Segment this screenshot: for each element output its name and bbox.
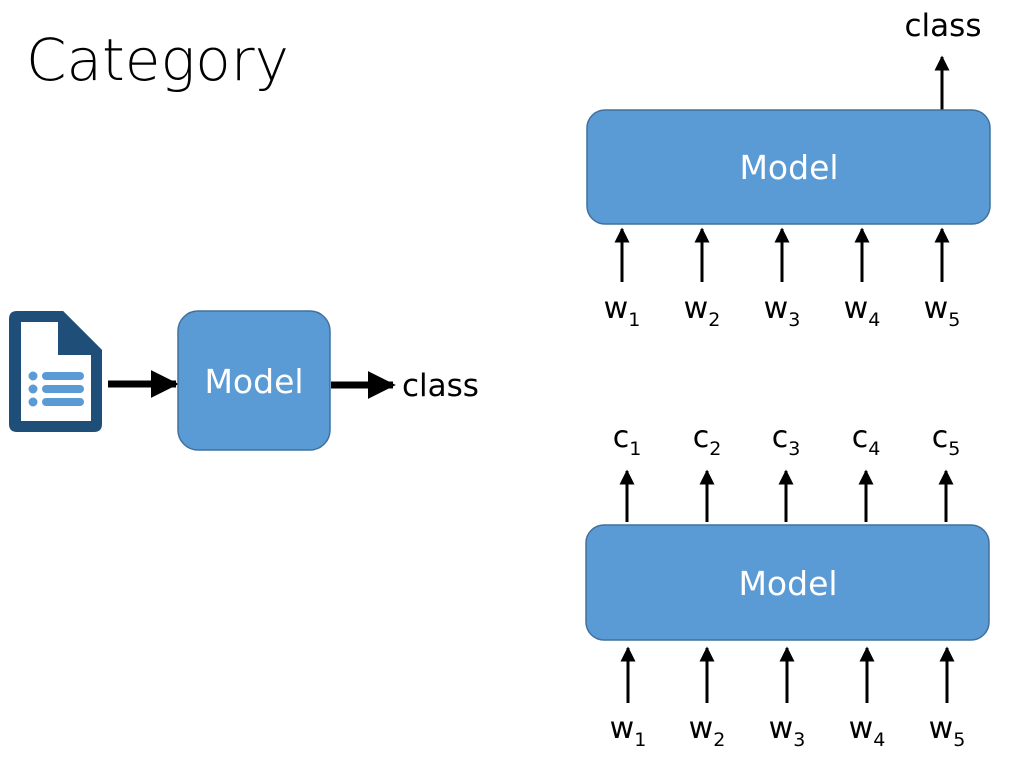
input-token: w4 xyxy=(849,711,886,751)
output-token: c1 xyxy=(613,420,642,460)
output-label: class xyxy=(905,8,982,44)
token-base: c xyxy=(852,420,869,455)
token-base: w xyxy=(604,291,629,326)
input-token: w3 xyxy=(764,291,801,331)
token-base: c xyxy=(613,420,630,455)
token-subscript: 4 xyxy=(868,309,880,331)
input-token: w2 xyxy=(684,291,721,331)
input-token: w1 xyxy=(610,711,647,751)
list-bullet xyxy=(28,384,38,394)
token-subscript: 2 xyxy=(708,309,720,331)
document-fold xyxy=(63,311,102,350)
input-token: w5 xyxy=(929,711,966,751)
token-subscript: 5 xyxy=(948,438,960,460)
input-token: w3 xyxy=(769,711,806,751)
output-token: c3 xyxy=(772,420,801,460)
output-token: c4 xyxy=(852,420,881,460)
token-subscript: 4 xyxy=(868,438,880,460)
token-base: w xyxy=(849,711,874,746)
token-base: c xyxy=(693,420,710,455)
document-list-icon xyxy=(9,311,102,432)
input-token: w1 xyxy=(604,291,641,331)
model-label: Model xyxy=(739,148,838,187)
output-label: class xyxy=(402,368,479,404)
token-base: w xyxy=(929,711,954,746)
model-label: Model xyxy=(204,362,303,401)
token-subscript: 3 xyxy=(788,438,800,460)
token-subscript: 1 xyxy=(628,309,640,331)
token-subscript: 5 xyxy=(948,309,960,331)
document-page xyxy=(21,322,91,421)
token-subscript: 4 xyxy=(873,729,885,751)
model-box xyxy=(585,524,990,641)
input-token: w4 xyxy=(844,291,881,331)
left-pipeline: Model class xyxy=(9,310,479,451)
token-base: w xyxy=(844,291,869,326)
token-base: w xyxy=(764,291,789,326)
model-box xyxy=(586,109,991,225)
token-base: w xyxy=(689,711,714,746)
token-subscript: 5 xyxy=(953,729,965,751)
model-label: Model xyxy=(738,564,837,603)
token-subscript: 3 xyxy=(788,309,800,331)
list-bullet xyxy=(28,397,38,407)
token-base: c xyxy=(932,420,949,455)
output-token: c2 xyxy=(693,420,722,460)
output-token: c5 xyxy=(932,420,961,460)
list-bullet xyxy=(28,371,38,381)
token-base: w xyxy=(610,711,635,746)
token-subscript: 2 xyxy=(709,438,721,460)
list-line xyxy=(42,372,84,380)
list-line xyxy=(42,398,84,406)
list-line xyxy=(42,385,84,393)
input-token: w5 xyxy=(924,291,961,331)
token-subscript: 3 xyxy=(793,729,805,751)
page-title: Category xyxy=(26,26,289,94)
token-subscript: 1 xyxy=(634,729,646,751)
token-base: w xyxy=(924,291,949,326)
model-box xyxy=(177,310,331,451)
token-base: c xyxy=(772,420,789,455)
token-subscript: 2 xyxy=(713,729,725,751)
input-token: w2 xyxy=(689,711,726,751)
token-subscript: 1 xyxy=(629,438,641,460)
token-base: w xyxy=(684,291,709,326)
token-base: w xyxy=(769,711,794,746)
